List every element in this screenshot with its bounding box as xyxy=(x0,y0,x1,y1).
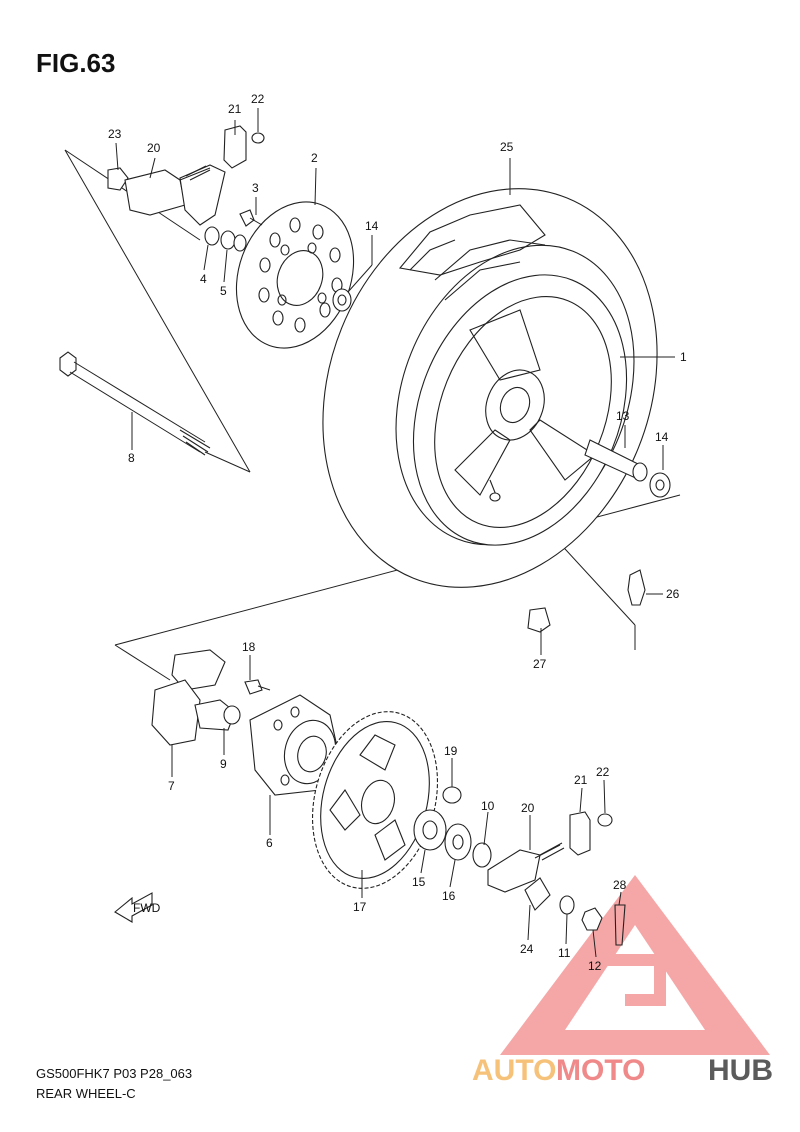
watermark-moto: MOTO xyxy=(556,1054,645,1087)
callout-14-right: 14 xyxy=(655,430,669,444)
callout-16: 16 xyxy=(442,889,456,903)
callout-7: 7 xyxy=(168,779,175,793)
callout-18: 18 xyxy=(242,640,256,654)
watermark-logo: AUTO MOTO HUB xyxy=(472,1054,773,1087)
callout-23: 23 xyxy=(108,127,122,141)
lower-right-hardware xyxy=(413,786,626,946)
watermark-triangle xyxy=(500,875,770,1055)
callout-14-upper: 14 xyxy=(365,219,379,233)
callout-2: 2 xyxy=(311,151,318,165)
watermark-hub: HUB xyxy=(708,1054,773,1087)
footer-model-code: GS500FHK7 P03 P28_063 xyxy=(36,1066,193,1081)
callout-27: 27 xyxy=(533,657,547,671)
rear-axle xyxy=(59,351,211,456)
callout-10: 10 xyxy=(481,799,495,813)
callout-1: 1 xyxy=(680,350,687,364)
wheel-rim xyxy=(412,274,628,546)
callout-20-upper: 20 xyxy=(147,141,161,155)
callout-8: 8 xyxy=(128,451,135,465)
figure-title: FIG.63 xyxy=(36,48,116,78)
callout-5: 5 xyxy=(220,284,227,298)
callout-22-lower: 22 xyxy=(596,765,610,779)
callout-25: 25 xyxy=(500,140,514,154)
forward-direction-arrow: FWD xyxy=(114,892,161,923)
watermark-auto: AUTO xyxy=(472,1054,556,1087)
callout-12: 12 xyxy=(588,959,602,973)
callout-22-upper: 22 xyxy=(251,92,265,106)
callout-6: 6 xyxy=(266,836,273,850)
callout-15: 15 xyxy=(412,875,426,889)
footer-section-name: REAR WHEEL-C xyxy=(36,1086,136,1101)
callout-numbers: 21 22 23 20 2 3 4 5 14 25 1 13 14 8 26 2… xyxy=(108,92,687,973)
callout-21-lower: 21 xyxy=(574,773,588,787)
callout-11: 11 xyxy=(558,946,571,960)
callout-28: 28 xyxy=(613,878,627,892)
callout-21-upper: 21 xyxy=(228,102,242,116)
callout-17: 17 xyxy=(353,900,367,914)
leader-lines xyxy=(115,108,675,958)
callout-26: 26 xyxy=(666,587,680,601)
fwd-label: FWD xyxy=(133,901,161,915)
callout-3: 3 xyxy=(252,181,259,195)
callout-9: 9 xyxy=(220,757,227,771)
callout-13: 13 xyxy=(616,409,630,423)
callout-19: 19 xyxy=(444,744,458,758)
callout-24: 24 xyxy=(520,942,534,956)
lower-hub-assembly xyxy=(151,649,341,796)
right-hardware xyxy=(527,439,671,633)
callout-4: 4 xyxy=(200,272,207,286)
upper-left-hardware xyxy=(107,125,352,312)
callout-20-lower: 20 xyxy=(521,801,535,815)
